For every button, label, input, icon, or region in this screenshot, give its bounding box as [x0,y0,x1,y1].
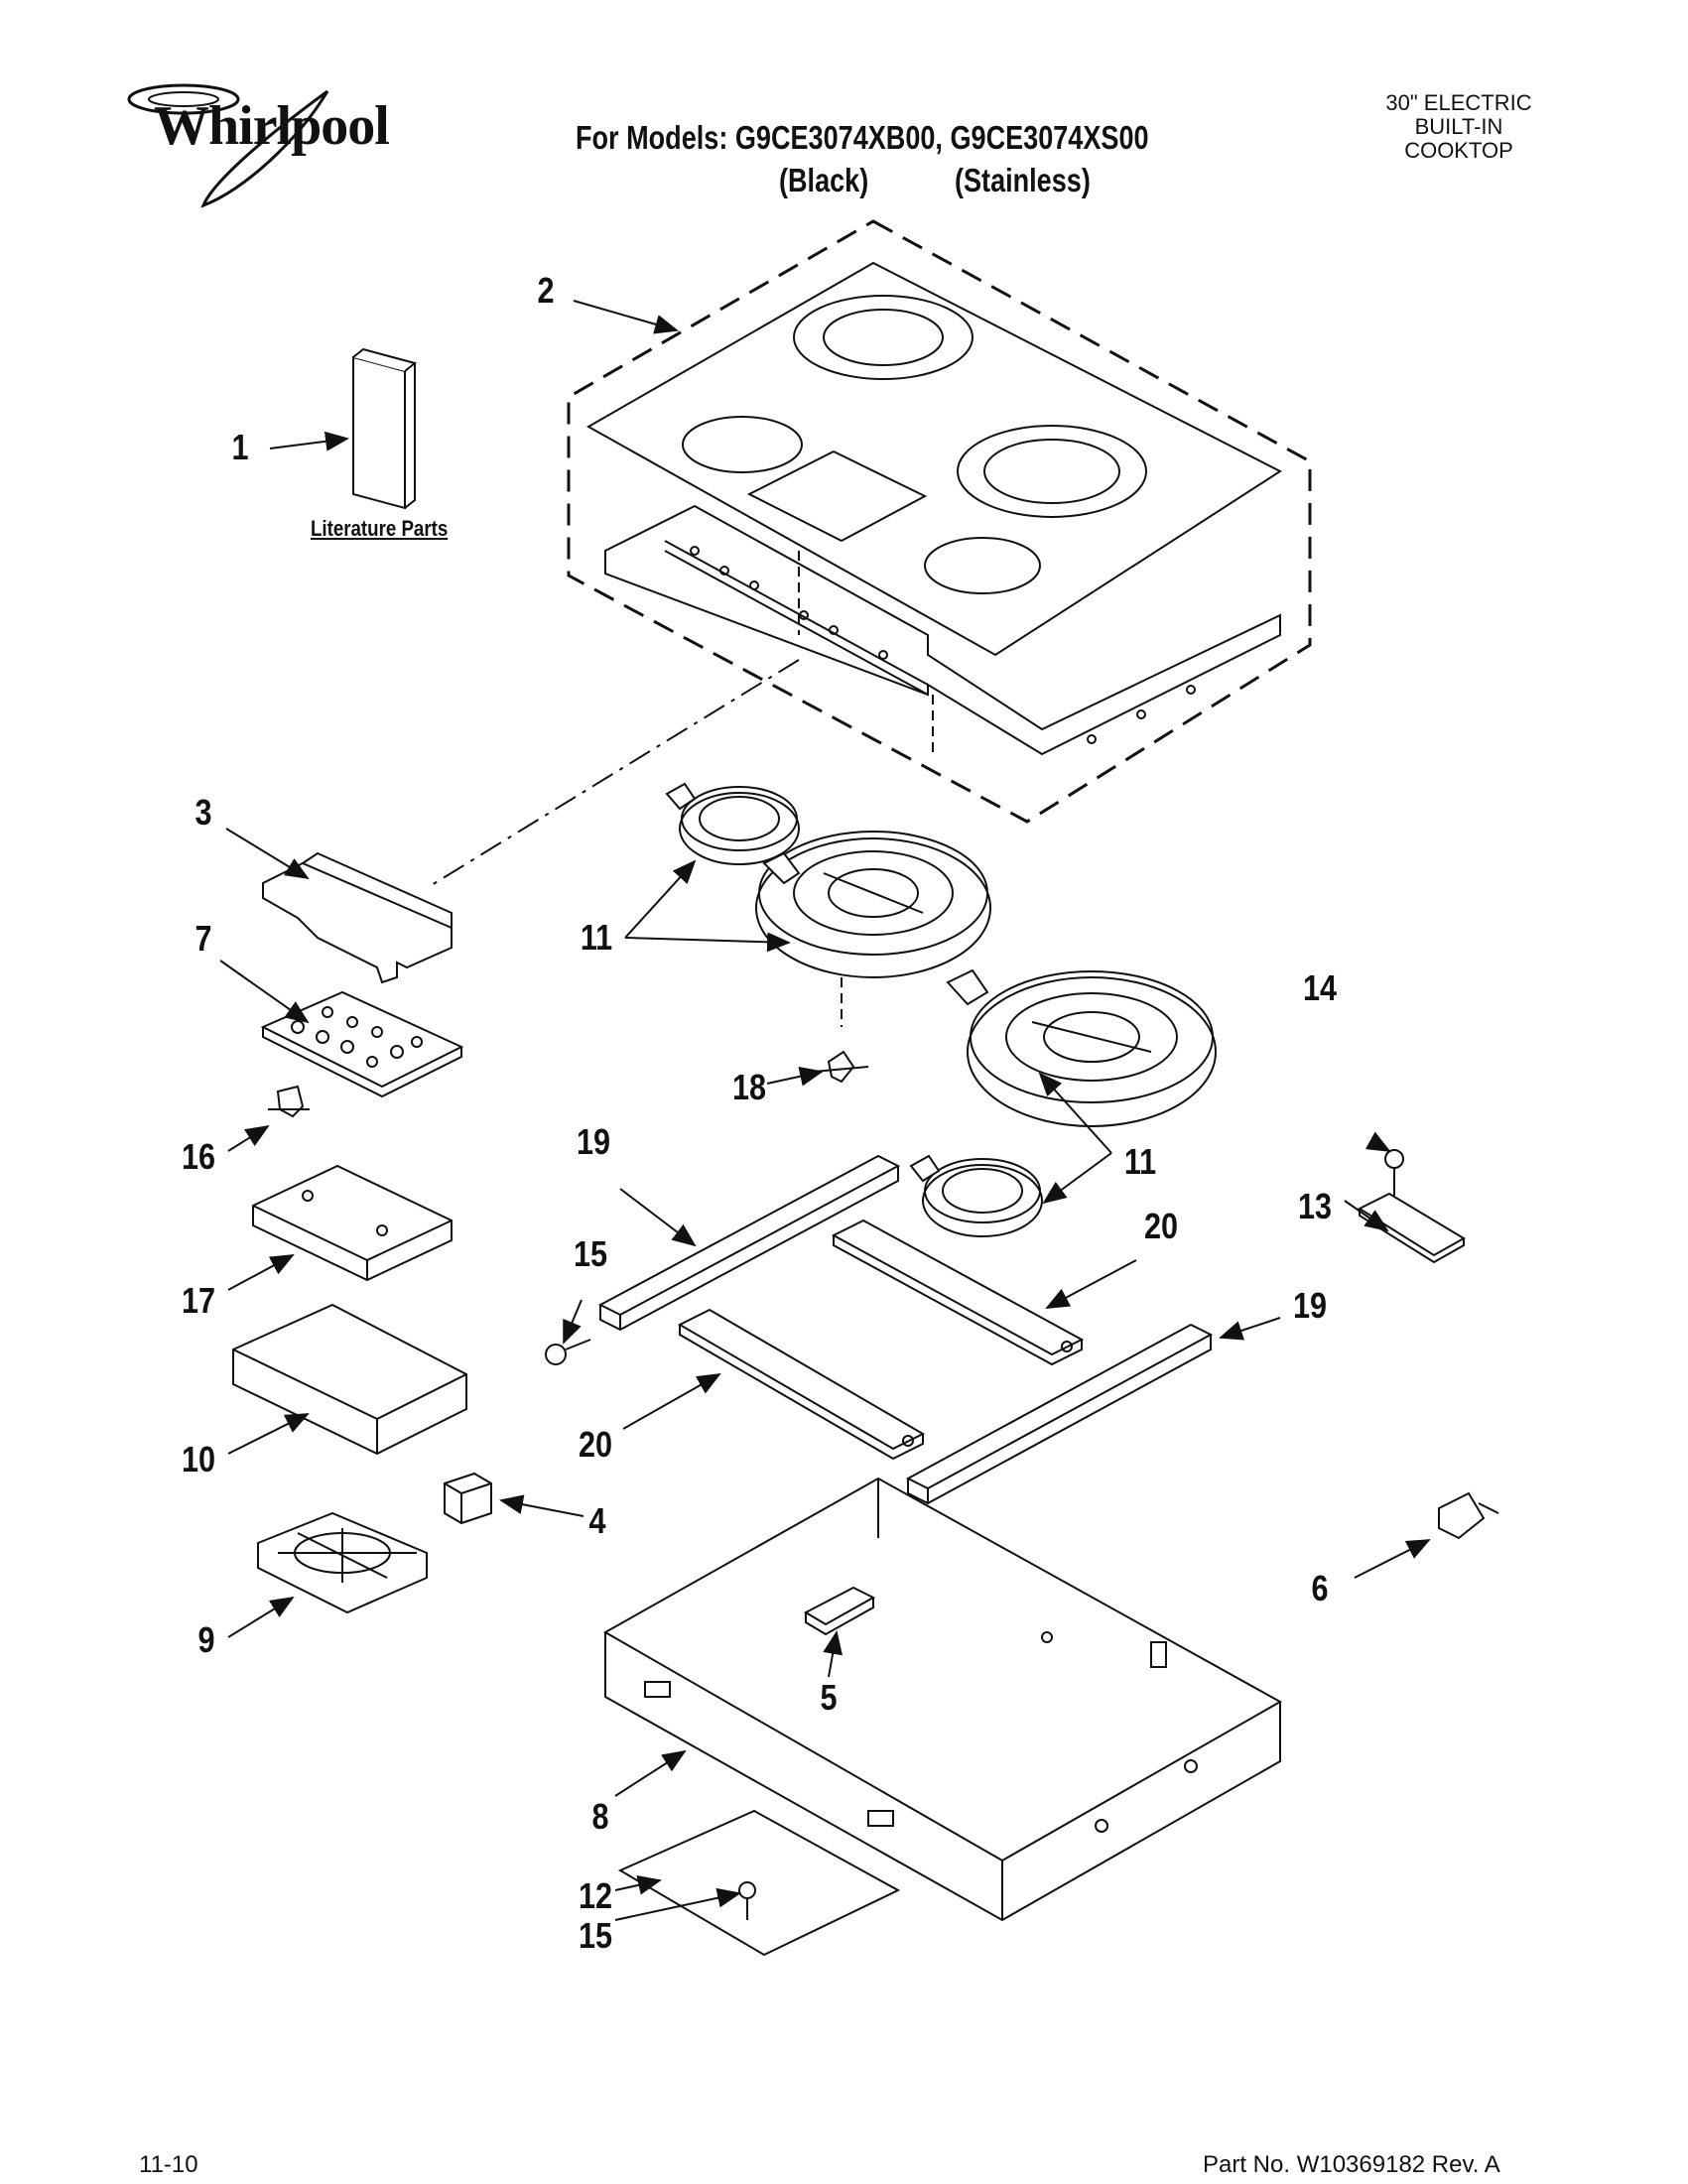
product-type-line: COOKTOP [1404,138,1513,163]
support-rail-19-upper [597,1154,901,1332]
callout-8: 8 [591,1796,609,1837]
bottom-panel-12 [617,1809,901,1957]
screw-part-14 [1384,1149,1404,1196]
callout-1: 1 [231,427,249,467]
callout-9: 9 [197,1619,215,1660]
callout-14: 14 [1303,967,1338,1008]
callout-19-upper: 19 [577,1121,611,1162]
glass-cooktop-assembly [567,219,1312,824]
callout-3: 3 [195,792,212,833]
clip-part-18 [813,1050,869,1084]
bracket-part-13 [1357,1192,1466,1264]
callout-15-upper: 15 [574,1233,608,1274]
literature-booklet-part [352,347,418,510]
callout-16: 16 [182,1136,216,1177]
product-type-line: BUILT-IN [1414,114,1503,139]
callout-20-lower: 20 [579,1424,613,1465]
variant-stainless: (Stainless) [955,162,1091,198]
literature-parts-label: Literature Parts [311,516,449,541]
electronics-box-part [252,1164,453,1282]
heating-element-large-middle [755,831,991,978]
callout-5: 5 [820,1677,838,1718]
sensor-part-6 [1438,1491,1499,1540]
screw-part-15-upper [545,1339,591,1365]
callout-17: 17 [182,1280,216,1321]
support-rail-19-lower [905,1323,1214,1505]
callout-18: 18 [732,1067,767,1107]
transformer-part [444,1472,492,1525]
callout-6: 6 [1311,1568,1329,1608]
variant-black: (Black) [779,162,869,198]
product-type: 30" ELECTRIC BUILT-IN COOKTOP [1350,91,1568,163]
sensor-part-16 [268,1085,310,1118]
cooktop-base-box [602,1477,1283,1922]
tray-part-10 [232,1303,467,1456]
callout-19-lower: 19 [1293,1285,1328,1326]
heating-element-small-bottom [909,1154,1043,1237]
product-type-line: 30" ELECTRIC [1385,90,1532,115]
part-number: Part No. W10369182 Rev. A [1203,2151,1500,2178]
control-board-part [260,990,464,1098]
whirlpool-swirl-logo [127,83,329,208]
callout-15-lower: 15 [579,1915,613,1956]
models-line: For Models: G9CE3074XB00, G9CE3074XS00 [576,119,1149,156]
grille-part [257,1511,428,1614]
callout-12: 12 [579,1875,613,1916]
channel-20-upper [831,1219,1085,1366]
callout-7: 7 [195,918,212,959]
callout-13: 13 [1298,1186,1333,1226]
callout-10: 10 [182,1439,216,1479]
channel-20-lower [677,1308,926,1461]
callout-4: 4 [588,1500,606,1541]
date-code: 11-10 [139,2151,198,2178]
callout-20-upper: 20 [1144,1206,1179,1246]
callout-11-upper: 11 [580,917,613,958]
callout-2: 2 [537,270,555,311]
callout-11-lower: 11 [1123,1141,1157,1182]
bracket-part [262,851,453,984]
heating-element-small-top [665,782,800,865]
heating-element-large-right [946,968,1217,1127]
